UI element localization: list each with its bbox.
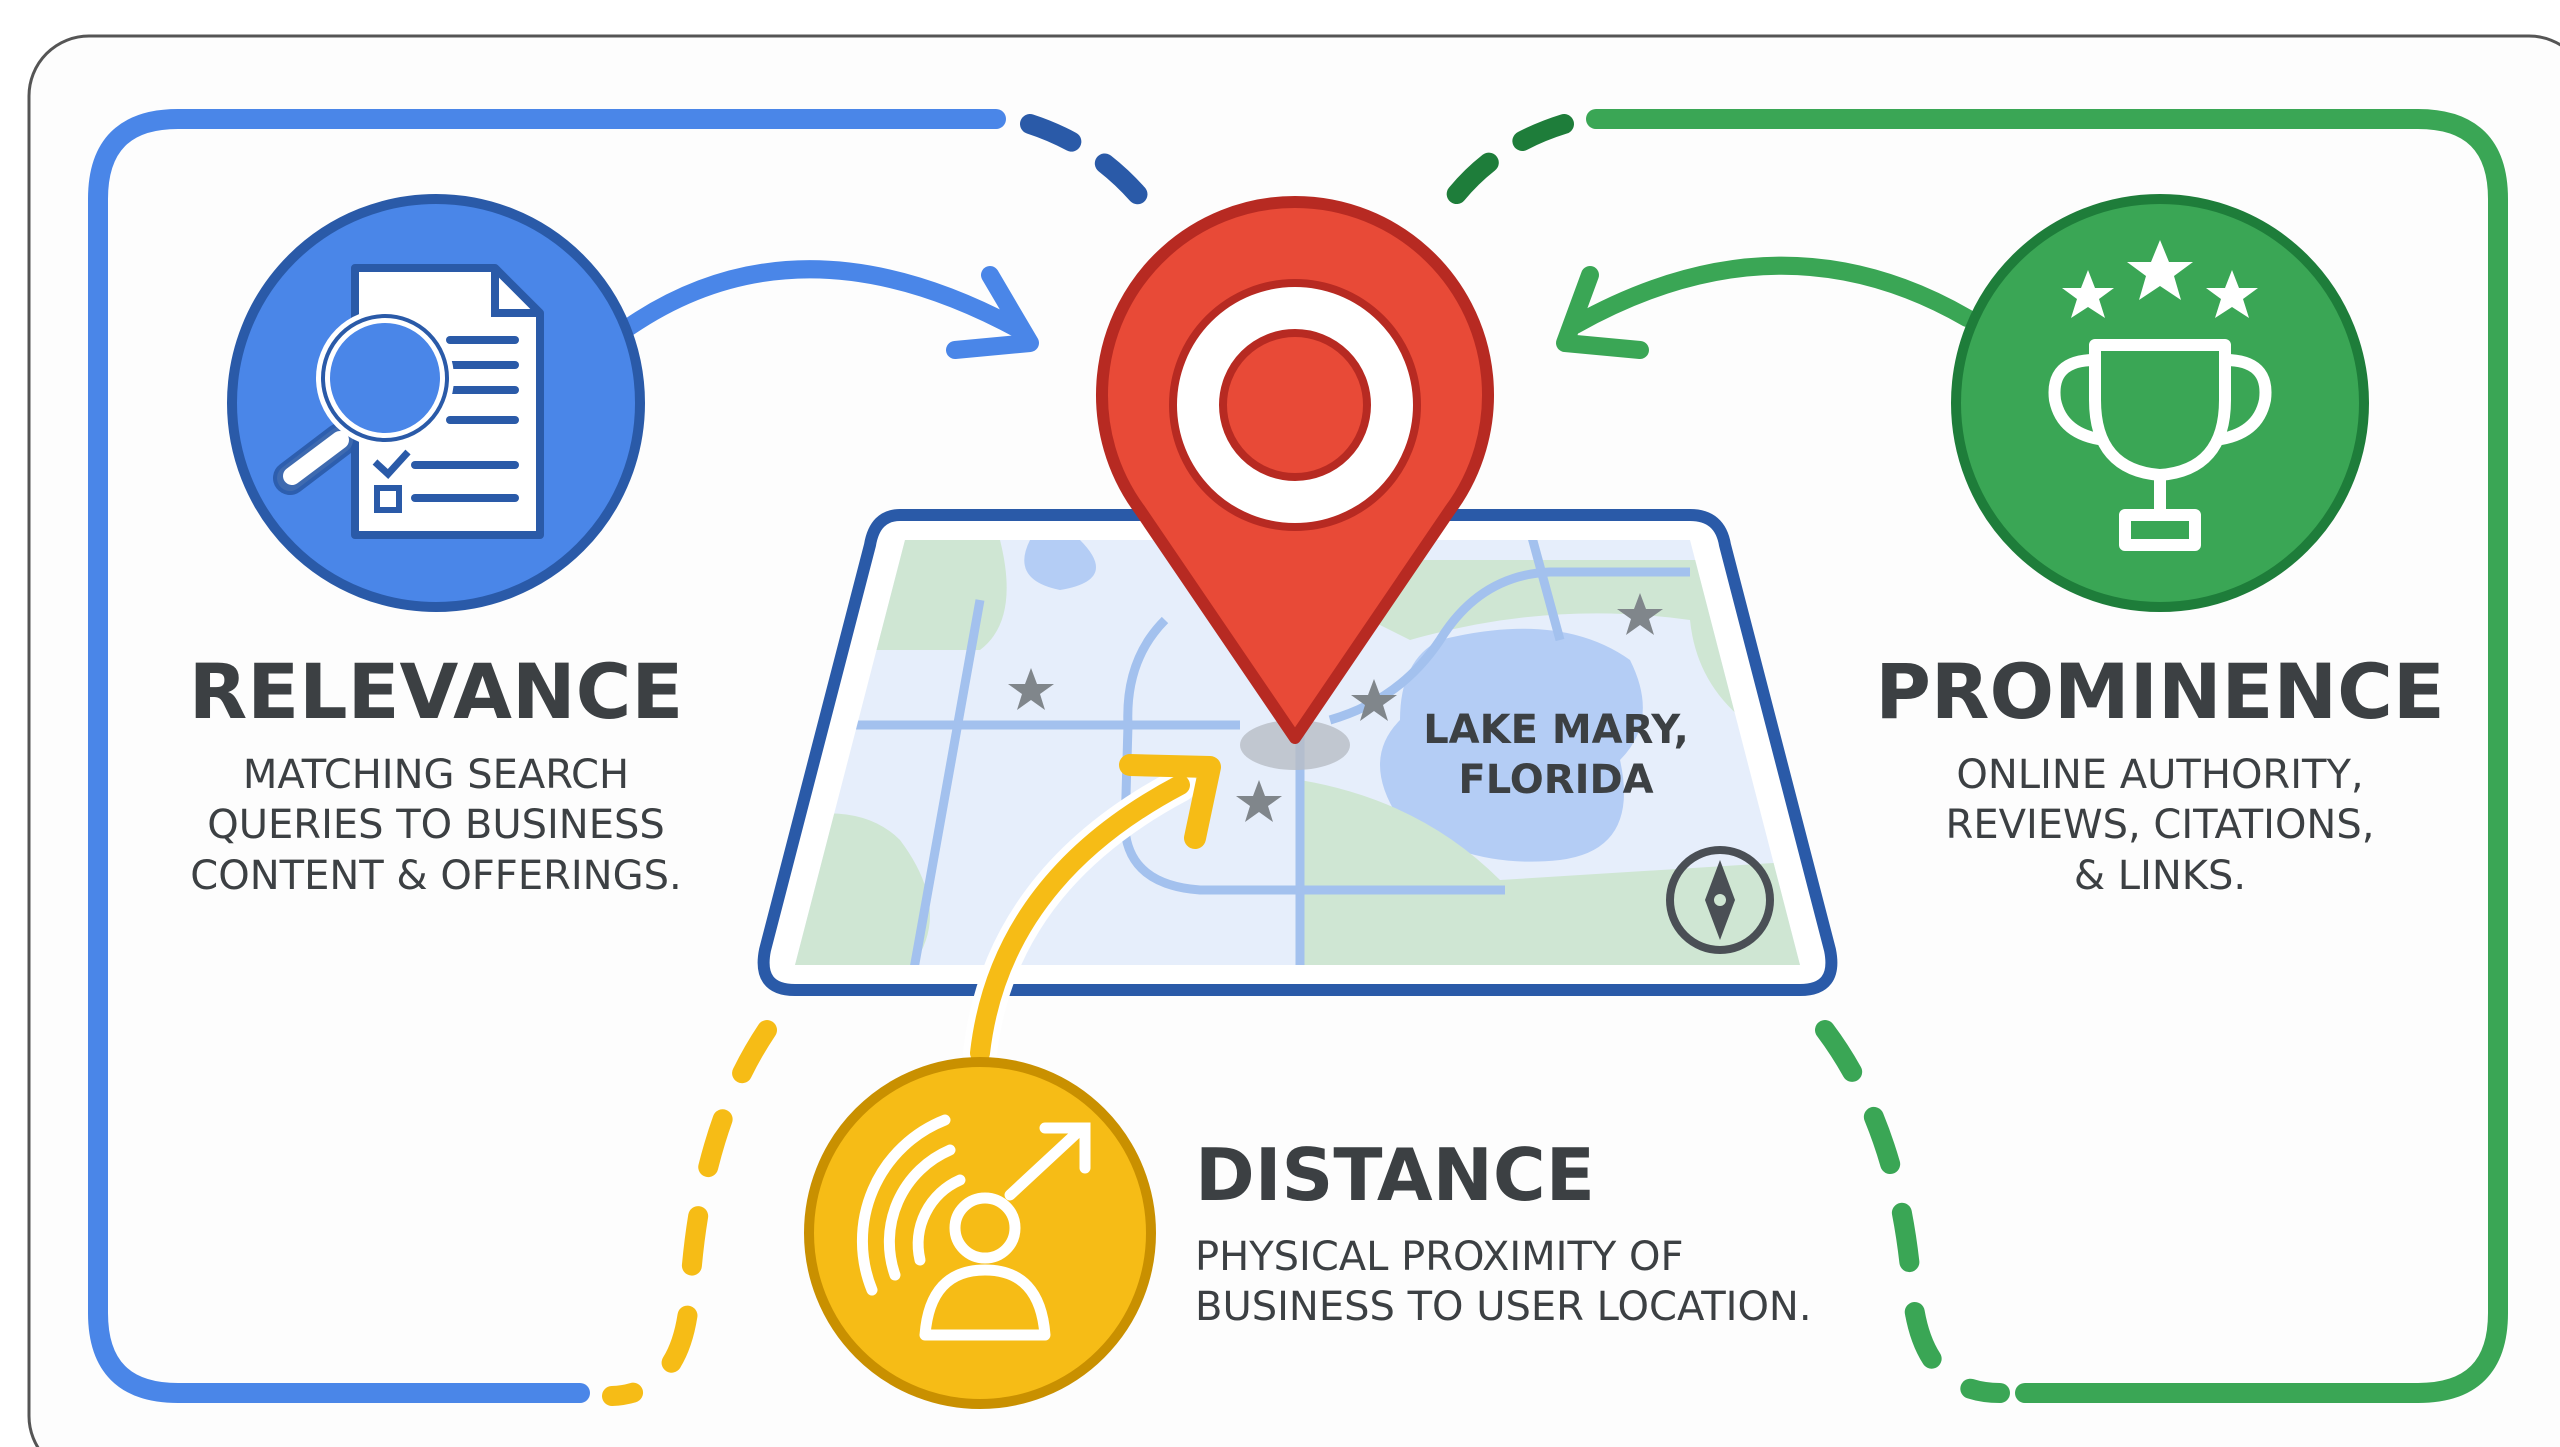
blue-dashed-connector [1020, 114, 1169, 232]
prominence-arrow [1556, 256, 1976, 359]
map-illustration: LAKE MARY, FLORIDA [757, 509, 1838, 996]
trophy-stars-icon [1951, 194, 2369, 612]
map-location-label-line1: LAKE MARY, [1423, 707, 1689, 753]
prominence-line: REVIEWS, CITATIONS, [1946, 802, 2375, 848]
compass-icon [1666, 846, 1774, 954]
map-pin-icon [1096, 196, 1494, 744]
relevance-line: CONTENT & OFFERINGS. [190, 853, 681, 899]
relevance-arrow [620, 260, 1039, 359]
yellow-dashed-connector [602, 1020, 777, 1406]
document-magnifier-icon [227, 194, 645, 612]
distance-line: PHYSICAL PROXIMITY OF [1195, 1234, 1684, 1280]
distance-line: BUSINESS TO USER LOCATION. [1195, 1284, 1812, 1330]
relevance-title: RELEVANCE [189, 647, 684, 736]
prominence-line: ONLINE AUTHORITY, [1956, 752, 2363, 798]
prominence-line: & LINKS. [2074, 853, 2246, 899]
distance-arrow [963, 754, 1221, 1070]
relevance-line: MATCHING SEARCH [243, 752, 629, 798]
green-dashed-connector-bottom [1815, 1020, 2010, 1403]
green-dashed-connector-top [1427, 114, 1574, 232]
user-location-signal-icon [804, 1057, 1156, 1409]
prominence-title: PROMINENCE [1875, 647, 2445, 736]
green-frame-line [1586, 109, 2508, 1403]
relevance-line: QUERIES TO BUSINESS [207, 802, 665, 848]
blue-frame-line [88, 109, 1006, 1403]
map-location-label-line2: FLORIDA [1458, 757, 1653, 803]
distance-title: DISTANCE [1195, 1133, 1595, 1217]
